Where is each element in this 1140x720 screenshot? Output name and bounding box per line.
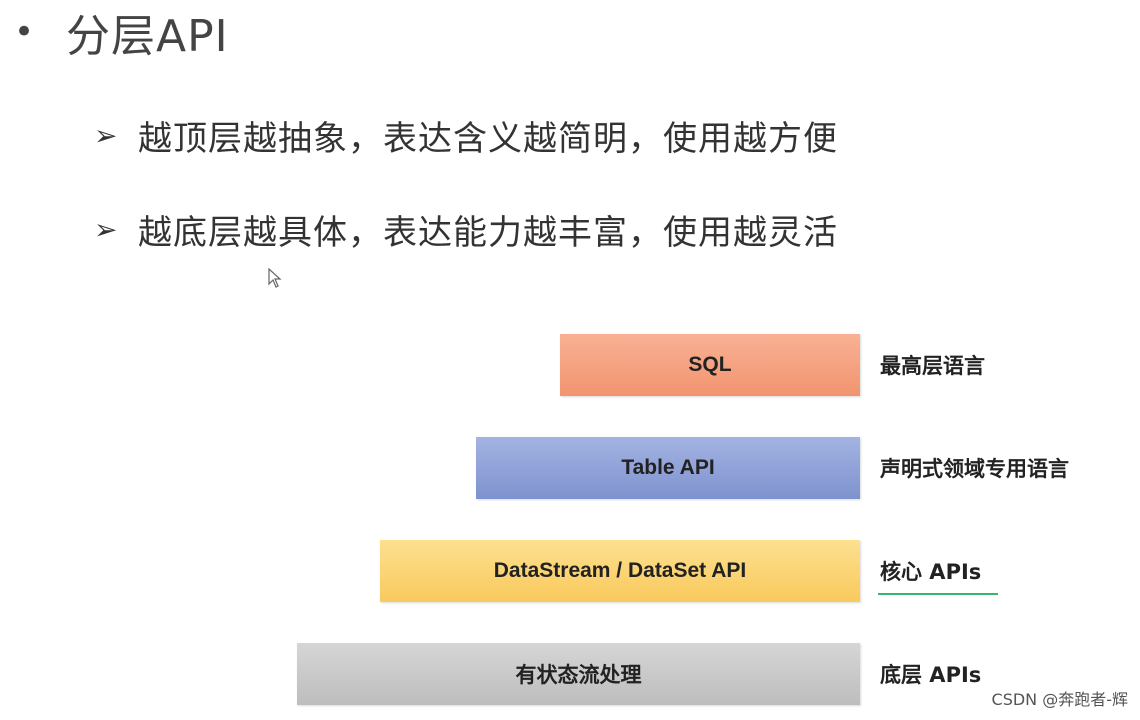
bullet-point-bottom-concrete: ➢ 越底层越具体，表达能力越丰富，使用越灵活 bbox=[94, 204, 838, 254]
title-text: 分层API bbox=[66, 11, 229, 62]
layer-description: 最高层语言 bbox=[880, 354, 985, 378]
layer-sql: SQL bbox=[560, 334, 860, 396]
layer-description: 声明式领域专用语言 bbox=[880, 457, 1069, 481]
arrow-bullet-icon: ➢ bbox=[94, 118, 118, 152]
layer-label: 有状态流处理 bbox=[515, 664, 642, 687]
bullet-point-top-abstract: ➢ 越顶层越抽象，表达含义越简明，使用越方便 bbox=[94, 110, 838, 160]
title-bullet: • bbox=[14, 12, 35, 52]
layer-label: DataStream / DataSet API bbox=[493, 559, 747, 582]
bullet-point-text: 越顶层越抽象，表达含义越简明，使用越方便 bbox=[138, 118, 838, 159]
layer-description: 核心 APIs bbox=[880, 560, 982, 584]
layer-description: 底层 APIs bbox=[880, 663, 982, 687]
layer-label: Table API bbox=[621, 456, 715, 479]
layer-table-api: Table API bbox=[476, 437, 860, 499]
mouse-cursor-icon bbox=[268, 268, 282, 288]
bullet-point-text: 越底层越具体，表达能力越丰富，使用越灵活 bbox=[138, 212, 838, 253]
watermark: CSDN @奔跑者-辉 bbox=[991, 690, 1128, 709]
layer-stateful-stream-processing: 有状态流处理 bbox=[297, 643, 860, 705]
layer-label: SQL bbox=[688, 353, 732, 376]
layer-datastream-api: DataStream / DataSet API bbox=[380, 540, 860, 602]
arrow-bullet-icon: ➢ bbox=[94, 212, 118, 246]
slide-title: • 分层API bbox=[14, 2, 229, 62]
highlight-underline bbox=[878, 593, 998, 595]
